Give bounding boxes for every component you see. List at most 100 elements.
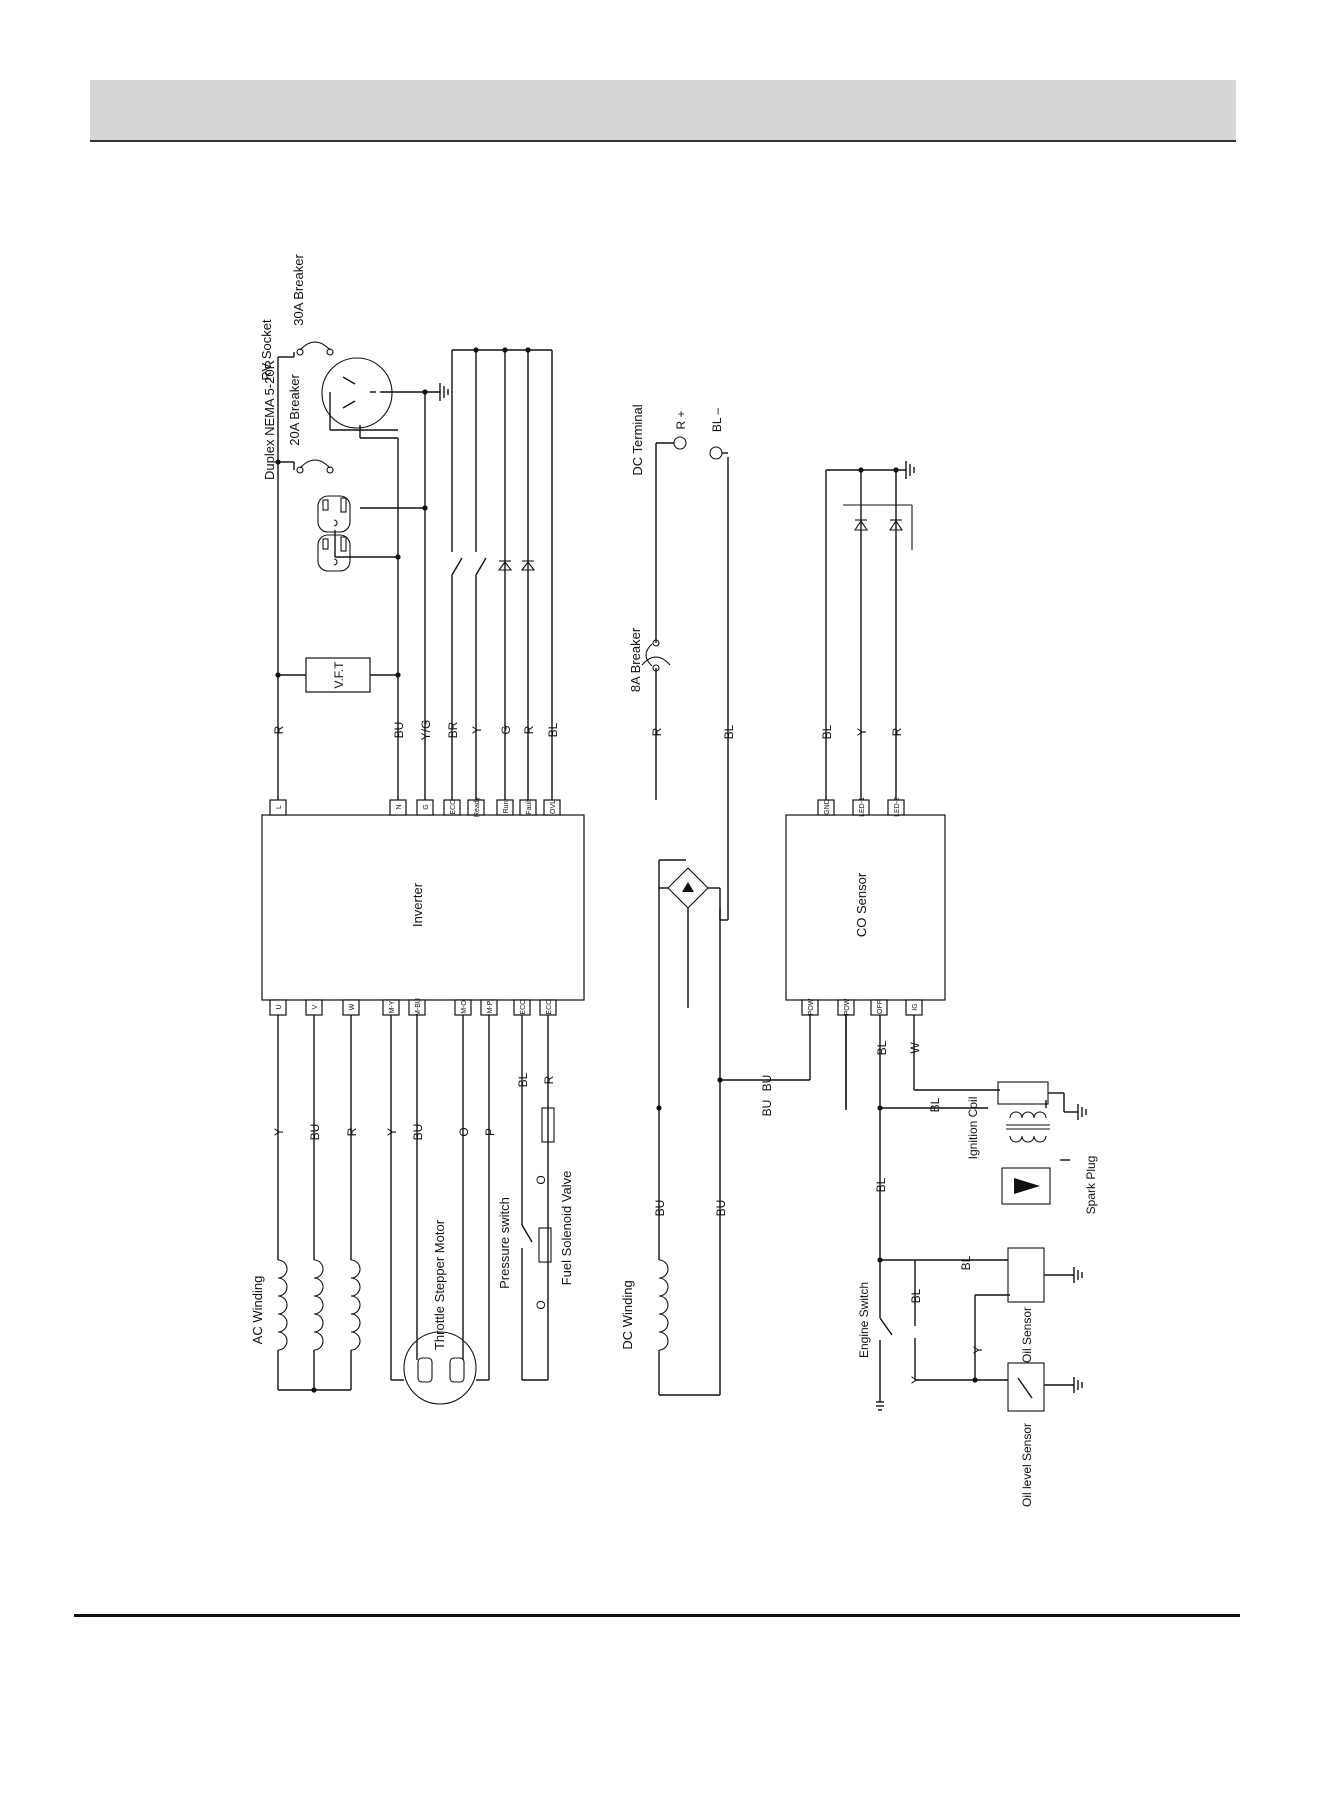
co-pin-led1: LED-1 [859, 797, 866, 817]
breaker-8a-label: 8A Breaker [628, 627, 643, 692]
dc-winding [658, 1259, 720, 1396]
co-wire-bl: BL [820, 724, 834, 739]
ac-winding [277, 1015, 361, 1393]
duplex-label: Duplex NEMA 5-20R [262, 360, 277, 480]
dc-winding-label: DC Winding [620, 1280, 635, 1349]
pressure-switch-label: Pressure switch [497, 1197, 512, 1289]
ac-wire-y: Y [272, 1128, 286, 1136]
co-wire-off-bl: BL [875, 1040, 889, 1055]
pin-w: W [349, 1003, 356, 1010]
co-pin-off: OFF [877, 1000, 884, 1014]
wire-bu-n: BU [392, 722, 406, 739]
pin-m-o: M-O [461, 1000, 468, 1014]
eco-wire-r: R [542, 1075, 556, 1084]
pin-ovl: OVL [550, 800, 557, 814]
motor-wire-y: Y [385, 1128, 399, 1136]
throttle-motor [390, 1015, 490, 1405]
co-pin-ig: IG [912, 1003, 919, 1010]
engine-ignition-wiring [845, 1015, 1010, 1411]
ac-wire-bu: BU [308, 1124, 322, 1141]
co-top-wiring [825, 461, 915, 800]
co-pin-pow2: POW [844, 998, 851, 1015]
header-band [90, 80, 1236, 142]
breaker-20a-label: 20A Breaker [287, 374, 302, 446]
pin-m-p: M-P [487, 1000, 494, 1013]
oil-level-sensor [980, 1362, 1083, 1412]
inverter-bottom-pins: U V W M-Y M-BU M-O M-P ECO ECO [269, 998, 557, 1016]
dc-pin-bl: BL – [710, 408, 724, 433]
ac-winding-label: AC Winding [250, 1276, 265, 1345]
footer-rule [74, 1614, 1240, 1617]
dc-pin-r: R + [674, 410, 688, 429]
engine-switch-label: Engine Switch [857, 1282, 871, 1358]
engine-wire-y-2: Y [909, 1376, 923, 1384]
breaker-30a-label: 30A Breaker [291, 254, 306, 326]
co-sensor-pins: GND LED-1 LED-2 POW POW OFF IG [801, 797, 923, 1016]
ignition-coil-label: Ignition Coil [966, 1097, 980, 1160]
wire-r-fault: R [522, 725, 536, 734]
dc-winding-wire-bu2: BU [714, 1200, 728, 1217]
duplex-outlet [317, 495, 351, 572]
wire-r-l: R [272, 725, 286, 734]
oil-sensor [985, 1247, 1083, 1303]
engine-wire-y-1: Y [971, 1346, 985, 1354]
co-pin-gnd: GND [824, 799, 831, 815]
fuel-wire-o2: O [534, 1300, 548, 1309]
eco-wire-bl: BL [516, 1072, 530, 1087]
rv-socket [321, 357, 398, 431]
throttle-motor-label: Throttle Stepper Motor [432, 1219, 447, 1350]
rv-socket-title: RV Socket [259, 319, 274, 381]
dc-winding-wire-bu1: BU [653, 1200, 667, 1217]
breakers-ac [293, 341, 334, 474]
pin-fault: Fault [526, 799, 533, 815]
wire-yg: Y/G [419, 720, 433, 741]
motor-wire-o: O [457, 1127, 471, 1136]
ac-wire-r: R [345, 1127, 359, 1136]
dc-wire-bl: BL [722, 724, 736, 739]
fuel-wire-o1: O [534, 1175, 548, 1184]
pin-eco-1: ECO [520, 999, 527, 1015]
co-wire-r: R [890, 727, 904, 736]
pin-eco: ECO [450, 799, 457, 815]
pin-n: N [396, 804, 403, 809]
wire-y: Y [470, 726, 484, 734]
spark-plug-label: Spark Plug [1084, 1156, 1098, 1215]
wire-bl-ovl: BL [546, 722, 560, 737]
fuel-valve-label: Fuel Solenoid Valve [559, 1171, 574, 1286]
engine-wire-bl-1: BL [874, 1177, 888, 1192]
pin-u: U [276, 1004, 283, 1009]
ignition-coil [997, 1081, 1087, 1143]
ac-output-wiring [275, 356, 449, 800]
motor-wire-p: P [483, 1128, 497, 1136]
inverter-top-wire-labels: R BU Y/G BR Y G R BL [272, 720, 560, 741]
engine-wire-bl-3: BL [909, 1288, 923, 1303]
pin-ready: Ready [474, 796, 481, 817]
co-sensor-block [785, 814, 946, 1001]
fuel-circuit [521, 1015, 555, 1381]
bridge-wire-bu1: BU [760, 1075, 774, 1092]
pin-l: L [276, 805, 283, 809]
vft-box [305, 657, 371, 693]
bridge-wire-bu2: BU [760, 1100, 774, 1117]
oil-level-sensor-label: Oil level Sensor [1020, 1423, 1034, 1507]
ign-wire-bl: BL [928, 1097, 942, 1112]
co-wire-y: Y [855, 728, 869, 736]
engine-wire-bl-2: BL [959, 1255, 973, 1270]
co-wire-ig-w: W [908, 1042, 922, 1054]
inverter-label: Inverter [410, 882, 425, 927]
pin-m-y: M-Y [389, 1000, 396, 1013]
vft-label: V.F.T [332, 661, 346, 689]
pin-m-bu: M-BU [415, 998, 422, 1016]
dc-terminal [641, 436, 729, 920]
oil-sensor-label: Oil Sensor [1020, 1307, 1034, 1363]
co-sensor-label: CO Sensor [854, 872, 869, 937]
wire-g: G [499, 725, 513, 734]
status-wiring [451, 347, 553, 800]
dc-terminal-label: DC Terminal [630, 404, 645, 475]
dc-wire-r: R [650, 727, 664, 736]
spark-plug [1001, 1167, 1051, 1205]
pin-eco-2: ECO [546, 999, 553, 1015]
pin-run: Run [503, 800, 510, 813]
ignition-grounds [1045, 1100, 1070, 1161]
pin-g: G [423, 804, 430, 809]
